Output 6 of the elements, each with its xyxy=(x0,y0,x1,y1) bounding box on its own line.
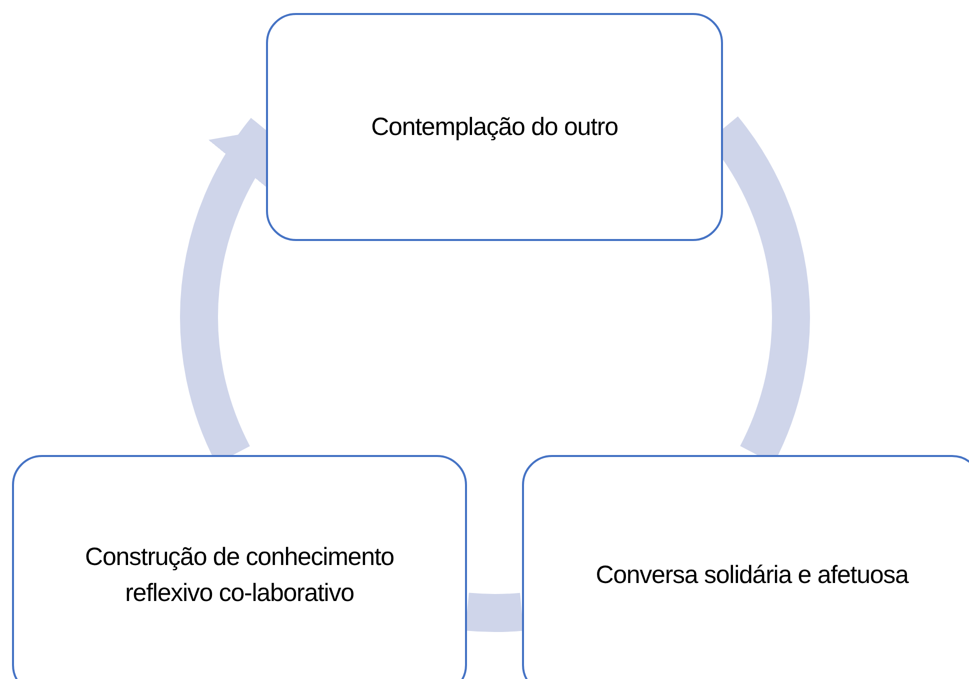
process-box xyxy=(522,455,969,679)
box-label: Construção de conhecimento reflexivo co-laborativo xyxy=(84,542,395,609)
box-label: Contemplação do outro xyxy=(371,112,618,143)
box-label: Conversa solidária e afetuosa xyxy=(596,560,908,591)
process-box xyxy=(266,13,723,241)
process-box xyxy=(12,455,467,679)
